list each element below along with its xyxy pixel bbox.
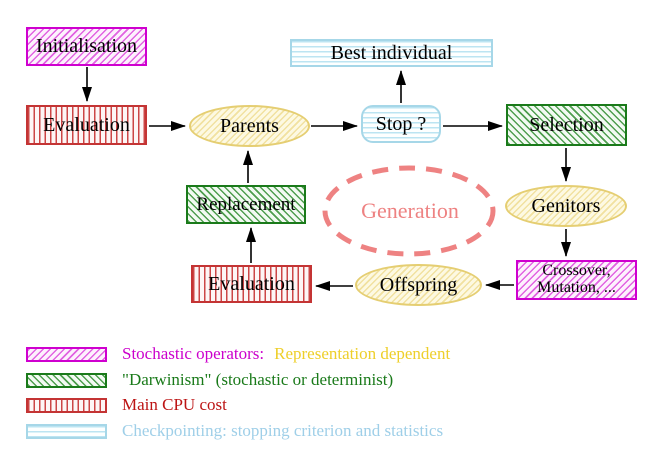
- generation-label: Generation: [361, 198, 459, 223]
- node-initialisation-label: Initialisation: [35, 35, 138, 57]
- node-genitors-label: Genitors: [531, 194, 601, 217]
- node-stop: Stop ?: [361, 105, 441, 143]
- node-parents-label: Parents: [220, 114, 279, 137]
- node-initialisation: Initialisation: [26, 27, 147, 66]
- legend-row-stochastic-operators: Stochastic operators: Representation dep…: [26, 344, 451, 363]
- node-selection-label: Selection: [529, 113, 604, 136]
- node-evaluation-bottom: Evaluation: [191, 265, 312, 303]
- node-replacement: Replacement: [186, 185, 306, 224]
- node-selection: Selection: [506, 104, 627, 146]
- node-best-individual-label: Best individual: [330, 41, 453, 64]
- legend-label-main-cpu-cost: Main CPU cost: [122, 395, 227, 414]
- node-stop-label: Stop ?: [375, 112, 427, 135]
- legend-swatch-green-diagonal-hatch: [26, 372, 107, 388]
- node-crossover-mutation: Crossover, Mutation, ...: [516, 260, 637, 300]
- node-replacement-label: Replacement: [196, 193, 296, 215]
- legend-label-checkpointing: Checkpointing: stopping criterion and st…: [122, 421, 444, 440]
- legend-swatch-cyan-horizontal-stripes: [26, 423, 107, 439]
- node-offspring: Offspring: [355, 264, 482, 306]
- node-evaluation-top-label: Evaluation: [43, 113, 130, 136]
- legend-label-stochastic-operators: Stochastic operators:: [122, 344, 265, 363]
- node-offspring-label: Offspring: [379, 273, 458, 296]
- legend-label-representation-dependent: Representation dependent: [274, 344, 451, 363]
- node-best-individual: Best individual: [290, 39, 493, 67]
- legend-label-darwinism: "Darwinism" (stochastic or determinist): [122, 370, 394, 389]
- node-evaluation-bottom-label: Evaluation: [208, 272, 295, 295]
- legend-row-main-cpu-cost: Main CPU cost: [26, 395, 227, 414]
- node-parents: Parents: [189, 105, 310, 147]
- legend-swatch-red-vertical-stripes: [26, 397, 107, 413]
- node-crossover-mutation-label-line2: Mutation, ...: [537, 279, 616, 296]
- legend-swatch-magenta-diagonal-hatch: [26, 346, 107, 362]
- legend-row-darwinism: "Darwinism" (stochastic or determinist): [26, 370, 394, 389]
- node-crossover-mutation-label-line1: Crossover,: [542, 262, 611, 280]
- node-evaluation-top: Evaluation: [26, 105, 147, 145]
- legend-row-checkpointing: Checkpointing: stopping criterion and st…: [26, 421, 444, 440]
- node-genitors: Genitors: [505, 185, 627, 227]
